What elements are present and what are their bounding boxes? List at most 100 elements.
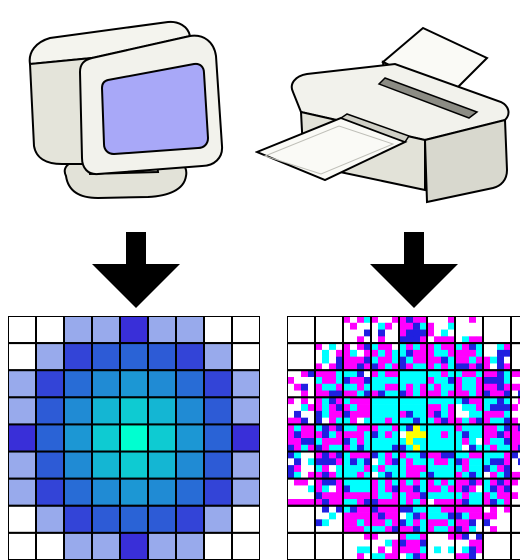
screen-pixel-cell: [176, 397, 204, 424]
screen-pixel-cell: [204, 424, 232, 451]
print-pixel-cell: [483, 533, 511, 560]
print-pixel-cell: [455, 316, 483, 343]
screen-pixel-cell: [148, 506, 176, 533]
print-pixel-cell: [427, 316, 455, 343]
screen-pixel-cell: [8, 452, 36, 479]
print-pixel-cell: [315, 397, 343, 424]
screen-pixel-cell: [92, 479, 120, 506]
screen-pixel-cell: [64, 370, 92, 397]
print-pixel-cell: [343, 343, 371, 370]
screen-pixel-cell: [120, 506, 148, 533]
screen-pixel-cell: [64, 506, 92, 533]
print-pixel-cell: [511, 370, 520, 397]
screen-pixel-cell: [232, 479, 260, 506]
screen-pixel-cell: [148, 424, 176, 451]
screen-pixel-cell: [36, 316, 64, 343]
print-pixel-cell: [371, 424, 399, 451]
screen-pixel-cell: [120, 343, 148, 370]
screen-pixel-cell: [8, 397, 36, 424]
print-pixel-cell: [315, 424, 343, 451]
print-pixel-cell: [483, 506, 511, 533]
screen-pixel-cell: [176, 316, 204, 343]
screen-pixel-cell: [204, 343, 232, 370]
print-pixel-cell: [371, 479, 399, 506]
screen-pixel-cell: [8, 479, 36, 506]
screen-pixel-cell: [176, 533, 204, 560]
screen-pixel-cell: [92, 343, 120, 370]
print-pixel-cell: [371, 370, 399, 397]
print-pixel-cell: [399, 533, 427, 560]
print-pixel-cell: [511, 343, 520, 370]
screen-pixel-grid: [8, 316, 260, 560]
print-pixel-cell: [483, 370, 511, 397]
print-pixel-cell: [399, 343, 427, 370]
print-pixel-cell: [455, 370, 483, 397]
screen-pixel-cell: [36, 424, 64, 451]
print-pixel-cell: [315, 343, 343, 370]
screen-pixel-cell: [92, 424, 120, 451]
screen-pixel-cell: [92, 506, 120, 533]
print-pixel-cell: [287, 370, 315, 397]
print-pixel-cell: [315, 506, 343, 533]
screen-pixel-cell: [64, 452, 92, 479]
screen-pixel-cell: [64, 343, 92, 370]
screen-pixel-cell: [232, 424, 260, 451]
screen-pixel-cell: [120, 316, 148, 343]
screen-pixel-cell: [64, 533, 92, 560]
print-pixel-cell: [511, 506, 520, 533]
print-pixel-cell: [371, 533, 399, 560]
print-pixel-cell: [399, 506, 427, 533]
screen-pixel-cell: [36, 370, 64, 397]
screen-pixel-cell: [36, 479, 64, 506]
print-pixel-cell: [343, 533, 371, 560]
screen-pixel-cell: [232, 397, 260, 424]
screen-pixel-cell: [148, 397, 176, 424]
screen-pixel-cell: [204, 506, 232, 533]
screen-pixel-cell: [64, 397, 92, 424]
print-pixel-cell: [371, 397, 399, 424]
print-pixel-cell: [343, 479, 371, 506]
print-pixel-cell: [371, 316, 399, 343]
print-pixel-cell: [287, 506, 315, 533]
screen-pixel-cell: [92, 370, 120, 397]
print-pixel-cell: [483, 479, 511, 506]
screen-pixel-cell: [92, 533, 120, 560]
screen-pixel-cell: [176, 479, 204, 506]
print-pixel-cell: [511, 479, 520, 506]
print-pixel-cell: [287, 343, 315, 370]
print-pixel-cell: [287, 316, 315, 343]
print-pixel-cell: [427, 479, 455, 506]
screen-pixel-cell: [176, 506, 204, 533]
print-pixel-cell: [455, 533, 483, 560]
screen-pixel-cell: [232, 452, 260, 479]
screen-pixel-cell: [148, 370, 176, 397]
screen-pixel-cell: [204, 452, 232, 479]
screen-pixel-cell: [36, 343, 64, 370]
screen-pixel-cell: [232, 316, 260, 343]
print-pixel-cell: [427, 452, 455, 479]
screen-pixel-cell: [148, 316, 176, 343]
print-pixel-cell: [455, 397, 483, 424]
print-pixel-cell: [483, 397, 511, 424]
screen-pixel-cell: [64, 479, 92, 506]
print-pixel-cell: [455, 343, 483, 370]
screen-pixel-cell: [8, 533, 36, 560]
screen-pixel-cell: [36, 533, 64, 560]
print-pixel-cell: [511, 452, 520, 479]
screen-pixel-cell: [8, 370, 36, 397]
print-pixel-cell: [511, 316, 520, 343]
print-pixel-cell: [455, 479, 483, 506]
print-pixel-cell: [399, 370, 427, 397]
print-pixel-cell: [427, 533, 455, 560]
screen-pixel-cell: [120, 370, 148, 397]
print-pixel-cell: [343, 316, 371, 343]
print-pixel-cell: [399, 479, 427, 506]
screen-pixel-cell: [148, 343, 176, 370]
screen-pixel-cell: [36, 397, 64, 424]
screen-pixel-cell: [8, 316, 36, 343]
print-pixel-cell: [399, 452, 427, 479]
print-pixel-cell: [511, 533, 520, 560]
screen-pixel-cell: [8, 506, 36, 533]
print-pixel-cell: [343, 397, 371, 424]
monitor-icon: [18, 18, 238, 218]
